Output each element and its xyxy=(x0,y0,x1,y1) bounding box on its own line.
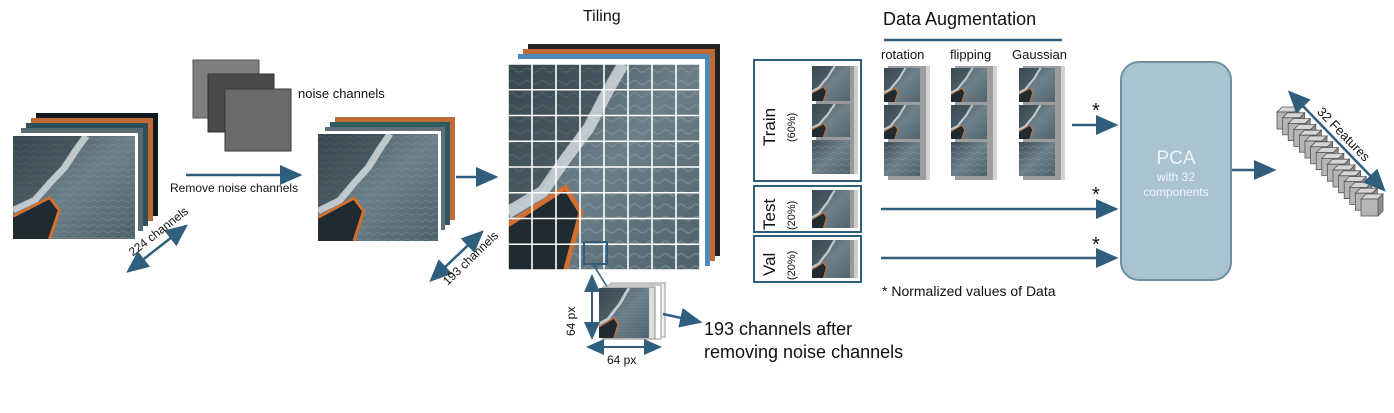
train-label: Train xyxy=(760,107,779,146)
train-split-box xyxy=(753,59,862,182)
test-label: Test xyxy=(760,198,779,230)
aug-tile xyxy=(951,68,987,102)
tile-grid xyxy=(507,63,701,271)
aug-tile xyxy=(884,105,920,139)
remove-noise-label: Remove noise channels xyxy=(170,181,299,195)
aug-stack-2 xyxy=(951,66,997,180)
aug-method-gaussian: Gaussian xyxy=(1012,47,1067,62)
tile-width-label: 64 px xyxy=(607,353,637,367)
features-arrow xyxy=(1287,90,1386,192)
test-split-box xyxy=(753,185,862,233)
aug-tile xyxy=(884,68,920,102)
val-split-box xyxy=(753,235,862,283)
normalized-note: * Normalized values of Data xyxy=(882,283,1056,299)
sea-image xyxy=(318,134,438,241)
train-pct: (60%) xyxy=(786,112,798,142)
tiling-cube xyxy=(507,44,720,291)
pca-label: PCA with 32 components xyxy=(1121,148,1231,200)
train-normalized-marker: * xyxy=(1092,100,1100,122)
val-label: Val xyxy=(760,252,779,276)
tile-height-label: 64 px xyxy=(564,306,578,336)
aug-stack-3 xyxy=(1019,66,1065,180)
aug-tile xyxy=(951,105,987,139)
val-pct: (20%) xyxy=(786,250,798,280)
aug-tile xyxy=(1019,105,1055,139)
noise-layer xyxy=(224,88,292,152)
aug-method-rotation: rotation xyxy=(881,47,925,62)
extracted-tile xyxy=(584,274,703,355)
input-cube xyxy=(13,113,188,273)
tile-caption: 193 channels after removing noise channe… xyxy=(704,318,903,364)
aug-method-flipping: flipping xyxy=(950,47,992,62)
val-normalized-marker: * xyxy=(1092,234,1100,256)
test-pct: (20%) xyxy=(786,200,798,230)
feature-cube xyxy=(1360,193,1384,217)
channels-arrow xyxy=(126,224,188,273)
zoom-line xyxy=(592,263,610,291)
pca-box[interactable] xyxy=(1120,61,1232,281)
clean-cube xyxy=(318,117,484,283)
aug-tile-texture xyxy=(951,142,987,176)
sample-tile xyxy=(812,66,850,101)
sample-tile xyxy=(812,104,850,137)
pca-subtitle-line1: with 32 xyxy=(1156,170,1196,184)
tile-caption-line2: removing noise channels xyxy=(704,342,904,362)
aug-tile xyxy=(1019,68,1055,102)
tile-image xyxy=(599,288,649,338)
sample-tile xyxy=(812,240,850,278)
tile-caption-arrow xyxy=(662,307,703,328)
channels-arrow xyxy=(429,230,484,283)
tiling-title: Tiling xyxy=(583,8,621,25)
noise-channels-label: noise channels xyxy=(298,86,385,101)
aug-tile-texture xyxy=(884,142,920,176)
augmentation-title: Data Augmentation xyxy=(883,9,1037,29)
cube-front xyxy=(1360,198,1379,217)
pca-title: PCA xyxy=(1156,148,1196,169)
tile-caption-line1: 193 channels after xyxy=(704,319,853,339)
noise-channels-stack xyxy=(192,59,292,152)
sample-tile xyxy=(812,190,850,228)
pca-subtitle-line2: components xyxy=(1143,185,1209,199)
selected-tile[interactable] xyxy=(583,241,608,265)
sample-texture xyxy=(812,140,850,174)
test-normalized-marker: * xyxy=(1092,184,1100,206)
augmentation-stacks xyxy=(884,66,1065,180)
train-samples xyxy=(812,66,858,174)
aug-stack-1 xyxy=(884,66,930,180)
sea-image xyxy=(13,136,135,239)
aug-tile-texture xyxy=(1019,142,1055,176)
